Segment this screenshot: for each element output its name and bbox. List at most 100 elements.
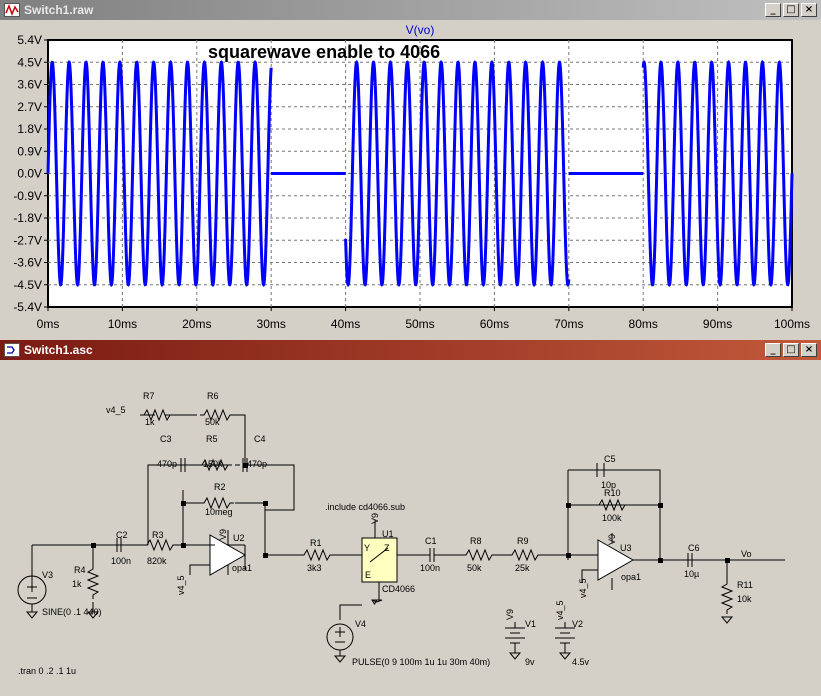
x-tick-label: 10ms <box>108 317 137 331</box>
x-tick-label: 90ms <box>703 317 732 331</box>
x-tick-label: 0ms <box>37 317 60 331</box>
label-c3-value: 470p <box>157 459 177 469</box>
label-r9: R9 <box>517 536 529 546</box>
schematic-titlebar[interactable]: Switch1.asc _ □ × <box>0 340 821 360</box>
capacitor-c3 <box>178 458 198 472</box>
maximize-button[interactable]: □ <box>783 3 799 17</box>
y-tick-label: 0.9V <box>17 144 42 158</box>
label-v4_5-u3: v4_5 <box>578 578 588 598</box>
opamp-u3 <box>597 539 635 581</box>
label-c2: C2 <box>116 530 128 540</box>
minimize-button[interactable]: _ <box>765 3 781 17</box>
label-r2: R2 <box>214 482 226 492</box>
label-r2-value: 10meg <box>205 507 233 517</box>
maximize-button[interactable]: □ <box>783 343 799 357</box>
y-tick-label: -1.8V <box>13 211 42 225</box>
resistor-r2 <box>200 496 234 510</box>
label-v3: V3 <box>42 570 53 580</box>
resistor-r9 <box>508 548 598 562</box>
label-r4: R4 <box>74 565 86 575</box>
label-v2: V2 <box>572 619 583 629</box>
capacitor-c6 <box>680 553 785 580</box>
label-pin-y: Y <box>364 543 370 553</box>
schematic-app-icon <box>4 343 20 357</box>
trace-label: V(vo) <box>406 23 435 37</box>
label-v4_5-top: v4_5 <box>106 405 126 415</box>
label-c5-value: 10p <box>601 480 616 490</box>
battery-v2 <box>555 622 575 653</box>
label-r1: R1 <box>310 538 322 548</box>
label-v9-u3: V9 <box>607 534 617 545</box>
label-r11-value: 10k <box>737 594 752 604</box>
label-c3: C3 <box>160 434 172 444</box>
waveform-plot[interactable]: 5.4V4.5V3.6V2.7V1.8V0.9V0.0V-0.9V-1.8V-2… <box>0 0 821 338</box>
label-v9-u1: V9 <box>370 513 380 524</box>
label-c2-value: 100n <box>111 556 131 566</box>
resistor-r11 <box>720 580 734 614</box>
label-vo: Vo <box>741 549 752 559</box>
label-v4_5-v2: v4_5 <box>555 600 565 620</box>
x-tick-label: 50ms <box>405 317 434 331</box>
y-tick-label: 4.5V <box>17 55 42 69</box>
y-tick-label: 1.8V <box>17 122 42 136</box>
ground-icon <box>333 655 347 663</box>
y-tick-label: -0.9V <box>13 189 42 203</box>
capacitor-c2 <box>105 538 143 552</box>
label-c6: C6 <box>688 543 700 553</box>
y-tick-label: 2.7V <box>17 100 42 114</box>
resistor-r3 <box>143 538 177 552</box>
label-r5-value: 150k <box>203 459 223 469</box>
close-button[interactable]: × <box>801 343 817 357</box>
schematic-window: Switch1.asc _ □ × <box>0 340 821 696</box>
label-v2-value: 4.5v <box>572 657 590 667</box>
label-r6-value: 50k <box>205 417 220 427</box>
x-tick-label: 100ms <box>774 317 810 331</box>
x-tick-label: 60ms <box>480 317 509 331</box>
label-v9-v1: V9 <box>505 609 515 620</box>
label-r3: R3 <box>152 530 164 540</box>
label-v4: V4 <box>355 619 366 629</box>
label-r8: R8 <box>470 536 482 546</box>
resistor-r7 <box>140 408 174 422</box>
resistor-r10 <box>595 498 629 512</box>
x-tick-label: 80ms <box>629 317 658 331</box>
x-tick-label: 70ms <box>554 317 583 331</box>
label-r10-value: 100k <box>602 513 622 523</box>
label-v4_5-u2: v4_5 <box>176 575 186 595</box>
waveform-window-title: Switch1.raw <box>24 3 94 17</box>
label-r4-value: 1k <box>72 579 82 589</box>
x-tick-label: 30ms <box>257 317 286 331</box>
label-u2-value: opa1 <box>232 563 252 573</box>
capacitor-c1 <box>425 548 462 562</box>
label-u1-value: CD4066 <box>382 584 415 594</box>
waveform-app-icon <box>4 3 20 17</box>
label-r1-value: 3k3 <box>307 563 322 573</box>
label-r9-value: 25k <box>515 563 530 573</box>
label-r3-value: 820k <box>147 556 167 566</box>
vo-trace <box>46 59 794 288</box>
label-r5: R5 <box>206 434 218 444</box>
x-tick-label: 20ms <box>182 317 211 331</box>
waveform-titlebar[interactable]: Switch1.raw _ □ × <box>0 0 821 20</box>
close-button[interactable]: × <box>801 3 817 17</box>
label-c1: C1 <box>425 536 437 546</box>
label-u3-value: opa1 <box>621 572 641 582</box>
tran-directive: .tran 0 .2 .1 1u <box>18 666 76 676</box>
label-r11: R11 <box>737 580 753 590</box>
ground-icon <box>508 652 522 660</box>
y-tick-label: -5.4V <box>13 300 42 314</box>
label-c1-value: 100n <box>420 563 440 573</box>
schematic-canvas[interactable]: R7 1k v4_5 R6 50k C3 470p R5 150k C4 470… <box>0 340 821 696</box>
label-pin-z: Z <box>384 543 390 553</box>
label-c5: C5 <box>604 454 616 464</box>
y-tick-label: -3.6V <box>13 256 42 270</box>
resistor-r4 <box>86 565 100 599</box>
resistor-r6 <box>200 408 234 422</box>
ground-icon <box>25 602 100 619</box>
label-pin-e: E <box>365 570 371 580</box>
label-u3: U3 <box>620 543 632 553</box>
minimize-button[interactable]: _ <box>765 343 781 357</box>
label-c4: C4 <box>254 434 266 444</box>
label-v1: V1 <box>525 619 536 629</box>
plot-annotation: squarewave enable to 4066 <box>208 42 440 62</box>
